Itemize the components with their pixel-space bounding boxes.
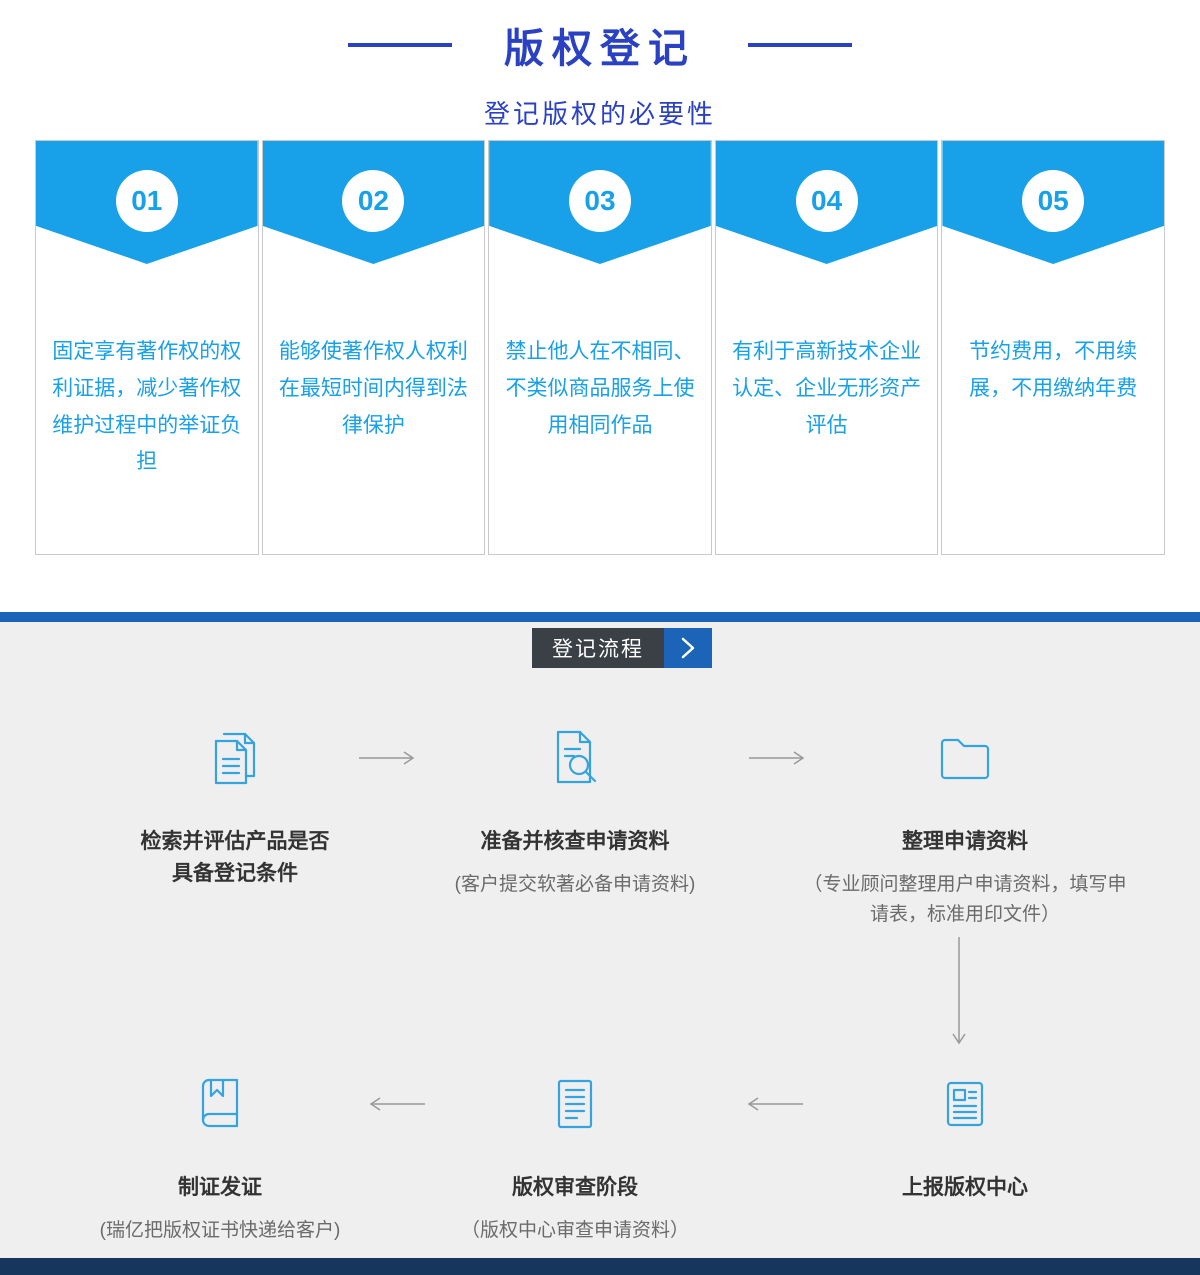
step-title: 准备并核查申请资料 [480, 830, 670, 853]
step-subtitle: (瑞亿把版权证书快递给客户) [99, 1219, 341, 1241]
benefit-card-5: 05 节约费用，不用续展，不用缴纳年费 [941, 140, 1165, 555]
document-search-icon [543, 726, 607, 790]
process-tab-row: 登记流程 [22, 628, 1200, 668]
step-subtitle: (客户提交软著必备申请资料) [454, 873, 696, 895]
process-flow: 检索并评估产品是否具备登记条件 准备并 [0, 668, 1200, 1258]
newspaper-icon [933, 1072, 997, 1136]
flow-step-4: 上报版权中心 [815, 1072, 1115, 1204]
flow-step-5: 版权审查阶段 （版权中心审查申请资料） [415, 1072, 735, 1246]
benefit-cards: 01 固定享有著作权的权利证据，减少著作权维护过程中的举证负担 02 能够使著作… [35, 140, 1165, 555]
card-number-badge: 05 [1022, 170, 1085, 232]
flow-step-3: 整理申请资料 （专业顾问整理用户申请资料，填写申请表，标准用印文件） [800, 726, 1130, 930]
flow-step-1: 检索并评估产品是否具备登记条件 [137, 726, 333, 889]
book-icon [188, 1072, 252, 1136]
article-icon [543, 1072, 607, 1136]
card-text: 禁止他人在不相同、不类似商品服务上使用相同作品 [505, 340, 695, 437]
arrow-right-icon [358, 750, 422, 771]
header: 版权登记 登记版权的必要性 [0, 0, 1200, 140]
step-title: 制证发证 [178, 1176, 262, 1199]
process-tab[interactable]: 登记流程 [532, 628, 664, 668]
card-number-badge: 01 [115, 170, 178, 232]
arrow-left-icon [740, 1096, 804, 1117]
card-number-badge: 03 [568, 170, 631, 232]
card-text: 有利于高新技术企业认定、企业无形资产评估 [732, 340, 922, 437]
page-subtitle: 登记版权的必要性 [483, 99, 716, 129]
page-title: 版权登记 [504, 27, 696, 71]
card-text: 能够使著作权人权利在最短时间内得到法律保护 [278, 340, 468, 437]
arrow-down-icon [951, 936, 967, 1057]
flow-step-6: 制证发证 (瑞亿把版权证书快递给客户) [60, 1072, 380, 1246]
benefit-card-4: 04 有利于高新技术企业认定、企业无形资产评估 [714, 140, 939, 555]
footer-bar [0, 1258, 1200, 1275]
title-decor-line-right [748, 43, 852, 47]
process-tab-label: 登记流程 [552, 638, 644, 661]
step-title: 上报版权中心 [902, 1176, 1028, 1199]
card-text: 节约费用，不用续展，不用缴纳年费 [969, 340, 1138, 400]
step-title: 检索并评估产品是否具备登记条件 [140, 830, 330, 885]
benefit-card-3: 03 禁止他人在不相同、不类似商品服务上使用相同作品 [488, 140, 712, 555]
card-number-badge: 04 [795, 170, 858, 232]
chevron-right-icon[interactable] [664, 628, 712, 668]
process-divider-bar [0, 612, 1200, 622]
step-subtitle: （版权中心审查申请资料） [460, 1219, 689, 1241]
benefit-card-2: 02 能够使著作权人权利在最短时间内得到法律保护 [261, 140, 486, 555]
card-number-badge: 02 [342, 170, 405, 232]
documents-icon [203, 726, 267, 790]
card-text: 固定享有著作权的权利证据，减少著作权维护过程中的举证负担 [52, 340, 242, 474]
benefit-card-1: 01 固定享有著作权的权利证据，减少著作权维护过程中的举证负担 [35, 140, 259, 555]
step-title: 版权审查阶段 [512, 1176, 638, 1199]
step-subtitle: （专业顾问整理用户申请资料，填写申请表，标准用印文件） [803, 873, 1127, 925]
arrow-right-icon [748, 750, 812, 771]
arrow-left-icon [362, 1096, 426, 1117]
step-title: 整理申请资料 [902, 830, 1028, 853]
folder-icon [933, 726, 997, 790]
flow-step-2: 准备并核查申请资料 (客户提交软著必备申请资料) [415, 726, 735, 900]
title-decor-line-left [348, 43, 452, 47]
process-section: 登记流程 [0, 612, 1200, 1258]
title-row: 版权登记 [0, 16, 1200, 74]
